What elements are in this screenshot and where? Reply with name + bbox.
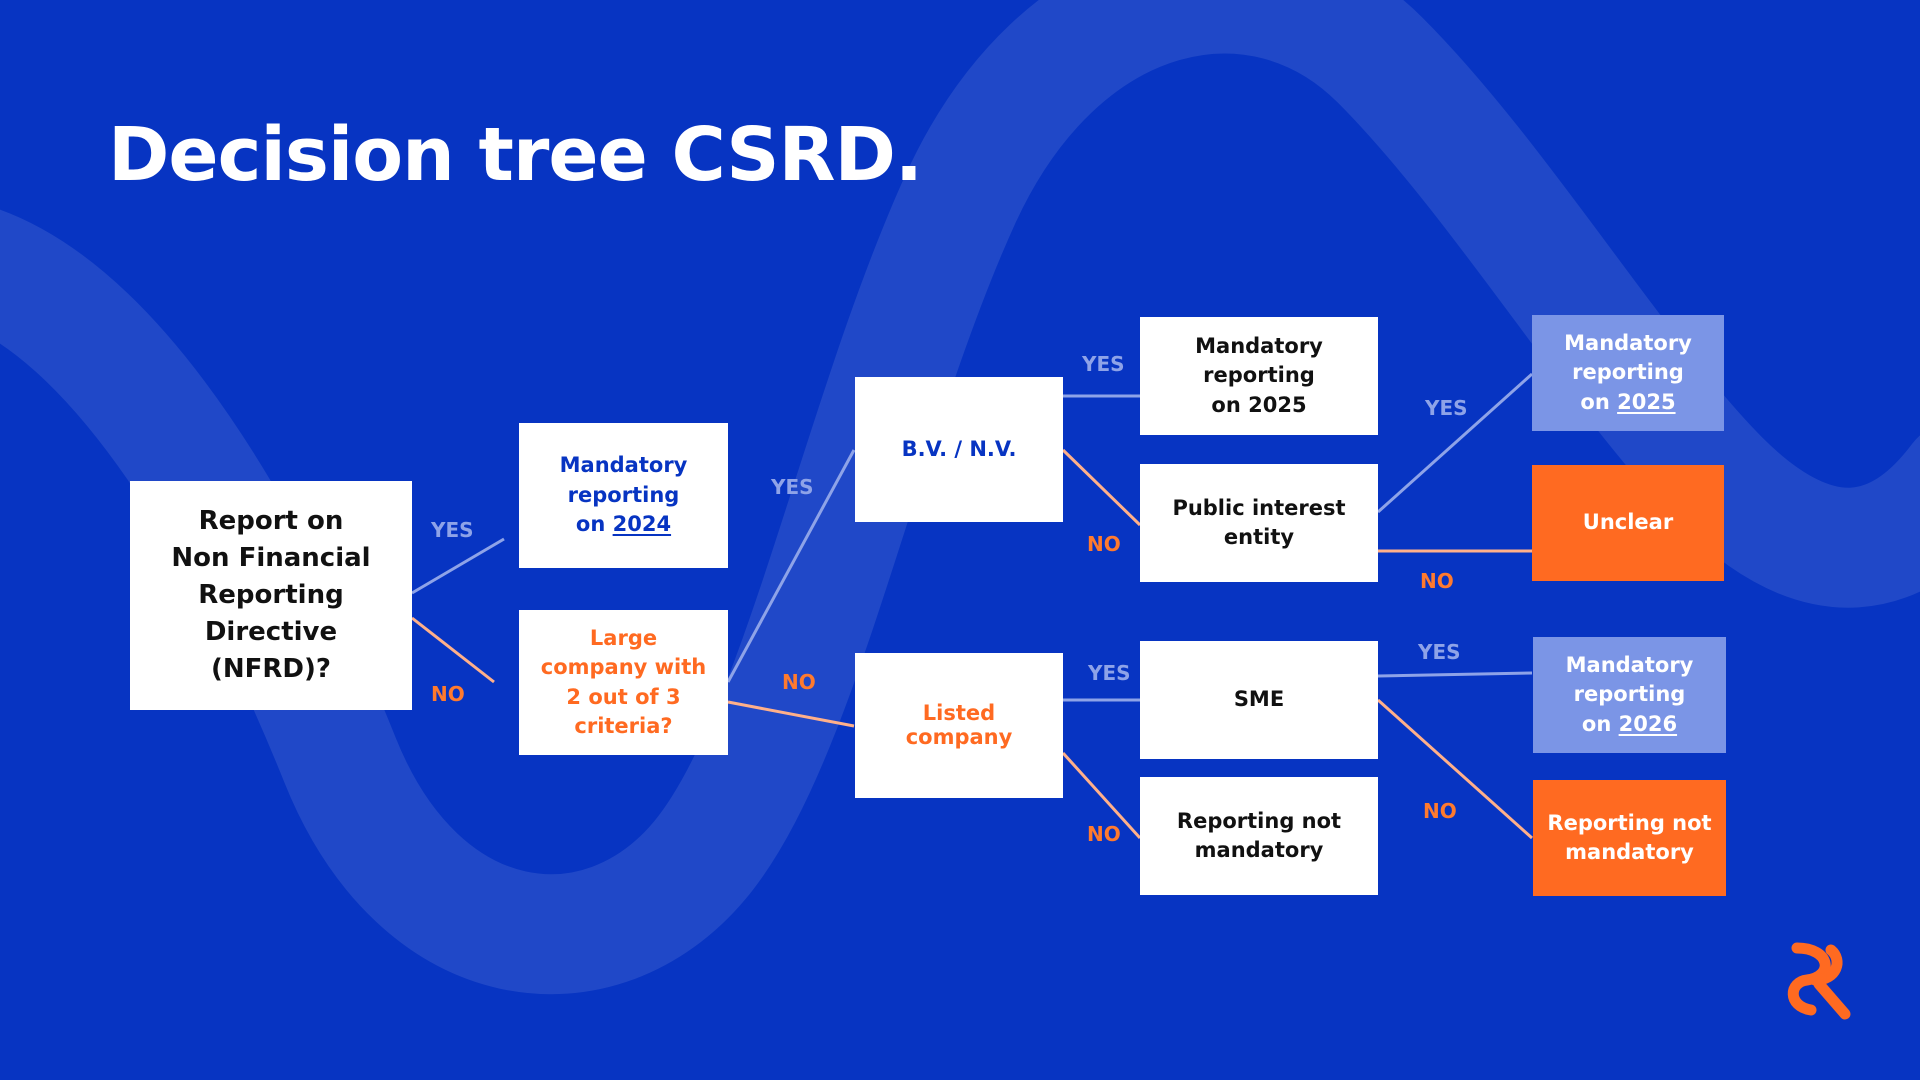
- page-title: Decision tree CSRD.: [108, 112, 923, 198]
- node-mandatory-2024-text: Mandatory reporting on: [559, 453, 688, 537]
- connector-large-no: [727, 700, 855, 728]
- connector-nfrd-yes: [411, 537, 505, 595]
- node-mandatory-2026-outcome-text: Mandatory reporting on: [1565, 652, 1694, 736]
- label-no-nfrd: NO: [431, 682, 465, 706]
- year-2026-underlined: 2026: [1618, 711, 1678, 736]
- node-mandatory-2024: Mandatory reporting on 2024: [519, 423, 728, 568]
- node-public-interest-entity: Public interest entity: [1140, 464, 1378, 582]
- node-reporting-not-mandatory: Reporting not mandatory: [1140, 777, 1378, 895]
- node-bv-nv: B.V. / N.V.: [855, 377, 1063, 522]
- connector-sme-yes: [1377, 671, 1533, 678]
- label-yes-large: YES: [771, 475, 814, 499]
- label-no-listed: NO: [1087, 822, 1121, 846]
- node-mandatory-2026-outcome: Mandatory reporting on 2026: [1533, 637, 1726, 753]
- label-yes-nfrd: YES: [431, 518, 474, 542]
- label-yes-listed: YES: [1088, 661, 1131, 685]
- label-no-large: NO: [782, 670, 816, 694]
- connector-sme-no: [1376, 698, 1534, 840]
- node-mandatory-2025-outcome-text: Mandatory reporting on: [1564, 330, 1692, 414]
- connector-listed-no: [1061, 751, 1142, 840]
- connector-nfrd-no: [411, 616, 495, 684]
- node-large-company-question: Large company with 2 out of 3 criteria?: [519, 610, 728, 755]
- label-yes-sme: YES: [1418, 640, 1461, 664]
- label-no-bvnv: NO: [1087, 532, 1121, 556]
- year-2025-underlined: 2025: [1617, 389, 1676, 414]
- connector-bvnv-no: [1061, 448, 1142, 527]
- label-no-sme: NO: [1423, 799, 1457, 823]
- label-no-pie: NO: [1420, 569, 1454, 593]
- brand-logo-icon: [1787, 942, 1851, 1020]
- node-nfrd-question: Report on Non Financial Reporting Direct…: [130, 481, 412, 710]
- node-mandatory-2025: Mandatory reporting on 2025: [1140, 317, 1378, 435]
- node-mandatory-2025-outcome: Mandatory reporting on 2025: [1532, 315, 1724, 431]
- node-unclear: Unclear: [1532, 465, 1724, 581]
- year-2024-underlined: 2024: [612, 512, 672, 537]
- label-yes-pie: YES: [1425, 396, 1468, 420]
- node-listed-company: Listed company: [855, 653, 1063, 798]
- node-sme: SME: [1140, 641, 1378, 759]
- connector-large-yes: [726, 449, 856, 683]
- node-reporting-not-mandatory-outcome: Reporting not mandatory: [1533, 780, 1726, 896]
- connector-pie-yes: [1376, 372, 1534, 514]
- label-yes-bvnv: YES: [1082, 352, 1125, 376]
